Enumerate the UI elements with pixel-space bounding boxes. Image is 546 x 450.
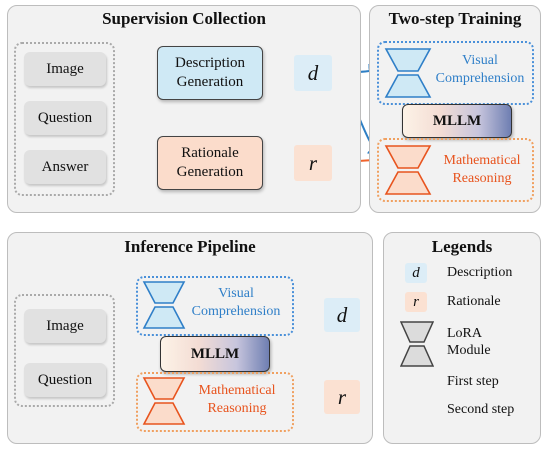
inference-inputs-group (14, 294, 115, 407)
inference-visual-group (136, 276, 294, 336)
inputs-group (14, 42, 115, 196)
input-image: Image (24, 52, 106, 86)
input-answer: Answer (24, 150, 106, 184)
legend-symbol-r: r (405, 292, 427, 312)
inference-math-line2: Reasoning (207, 400, 267, 416)
reasoning-module-group (377, 138, 534, 202)
legend-description-text: Description (447, 265, 513, 280)
legend-rationale-text: Rationale (447, 294, 501, 309)
legend-first-step-text: First step (447, 374, 499, 389)
symbol-r: r (294, 145, 332, 181)
inference-math-line1: Mathematical (198, 383, 276, 398)
mllm-box-inference: MLLM (160, 336, 270, 372)
math-line2: Reasoning (452, 170, 512, 186)
visual-line2: Comprehension (435, 70, 525, 86)
rationale-generation-line2: Generation (176, 164, 244, 180)
inference-title: Inference Pipeline (124, 237, 256, 256)
training-title: Two-step Training (388, 9, 522, 28)
lora-icon-visual-inference (142, 281, 186, 329)
lora-icon-reasoning (384, 145, 432, 195)
inference-symbol-r: r (324, 380, 360, 414)
legend-lora-line1: LoRA (447, 326, 482, 341)
inference-input-question: Question (24, 363, 106, 397)
visual-line1: Visual (462, 53, 498, 68)
lora-icon-reasoning-inference (142, 377, 186, 425)
rationale-generation-line1: Rationale (181, 145, 239, 162)
supervision-title: Supervision Collection (102, 9, 266, 28)
legend-lora-icon (400, 321, 434, 367)
description-generation-line1: Description (175, 55, 245, 72)
inference-reasoning-group (136, 372, 294, 432)
math-line1: Mathematical (443, 153, 521, 168)
description-generation-line2: Generation (176, 74, 244, 90)
lora-icon-visual (384, 48, 432, 98)
mllm-box-training: MLLM (402, 104, 512, 138)
inference-input-image: Image (24, 309, 106, 343)
legend-second-step-text: Second step (447, 402, 515, 417)
legend-symbol-d: d (405, 263, 427, 283)
inference-visual-line1: Visual (218, 286, 254, 301)
inference-visual-line2: Comprehension (191, 303, 281, 319)
symbol-d: d (294, 55, 332, 91)
legend-lora-line2: Module (447, 342, 491, 358)
inference-symbol-d: d (324, 298, 360, 332)
input-question: Question (24, 101, 106, 135)
legends-title: Legends (431, 237, 493, 256)
